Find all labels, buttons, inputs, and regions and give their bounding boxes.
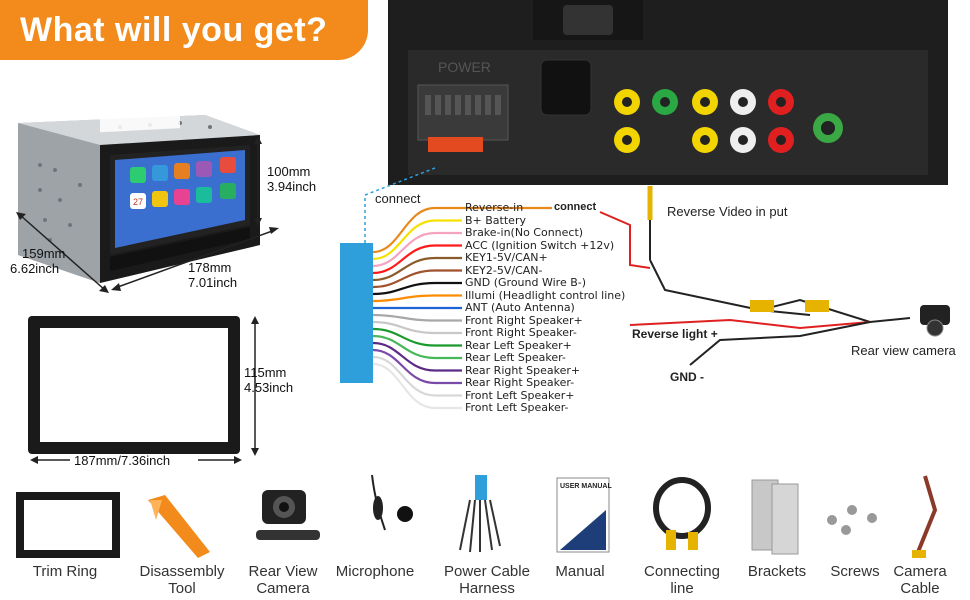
accessory-label: Screws (830, 563, 880, 580)
wire-6 (372, 281, 462, 296)
wire-label: Reverse-in (465, 201, 524, 214)
wire-5 (372, 269, 462, 289)
wire-1 (372, 219, 462, 261)
reverse-light-label: Reverse light + (632, 327, 718, 341)
camera-cable-icon (912, 475, 938, 558)
disassembly-tool-icon (148, 495, 210, 558)
wire-label: Rear Right Speaker- (465, 376, 575, 389)
accessory-label: Manual (555, 563, 605, 580)
screen-date: 27 (133, 197, 143, 207)
accessory-label: Brackets (747, 563, 807, 580)
wire-9 (372, 313, 462, 322)
wiring-diagram (340, 167, 950, 410)
wire-15 (372, 355, 462, 397)
connect-label-top: connect (554, 201, 597, 213)
manual-icon: USER MANUAL (556, 477, 612, 553)
video-input-label: Reverse Video in put (667, 204, 788, 219)
wire-label: Brake-in(No Connect) (465, 226, 584, 239)
gnd-label: GND - (670, 370, 704, 384)
wire-10 (372, 320, 462, 335)
wire-3 (372, 244, 462, 275)
wire-11 (372, 327, 462, 347)
wire-label: B+ Battery (465, 213, 526, 227)
wire-13 (372, 341, 462, 372)
wire-label: Illumi (Headlight control line) (465, 288, 626, 302)
manual-cover-title: USER MANUAL (560, 483, 612, 490)
brackets-icon (751, 479, 799, 555)
power-label: POWER (438, 59, 491, 75)
microphone-icon (371, 474, 413, 531)
power-cable-harness-icon (459, 475, 501, 553)
wire-14 (372, 348, 462, 385)
wire-label: Front Left Speaker+ (465, 388, 575, 402)
wire-16 (372, 362, 462, 410)
wire-label: Rear Left Speaker+ (465, 338, 572, 352)
dimension-lines (16, 136, 279, 293)
screws-icon (827, 505, 877, 535)
head-unit-illustration: 27 (18, 108, 260, 283)
connect-label-left: connect (375, 191, 421, 206)
frame-width-dimension: 187mm/7.36inch (74, 453, 171, 468)
wire-label: ACC (Ignition Switch +12v) (465, 238, 615, 252)
trim-frame-diagram (28, 316, 259, 464)
wire-4 (372, 256, 462, 282)
wire-label: Front Right Speaker- (465, 326, 577, 339)
harness-connector-block (340, 243, 373, 383)
wire-label: Front Left Speaker- (465, 401, 569, 414)
wire-label: Rear Left Speaker- (465, 351, 566, 364)
back-panel: POWER (383, 0, 970, 190)
rear-camera-label: Rear view camera (851, 343, 956, 358)
title-banner: What will you get? (0, 0, 368, 60)
wire-label: GND (Ground Wire B-) (465, 276, 587, 289)
wire-label: KEY1-5V/CAN+ (465, 251, 548, 264)
banner-title: What will you get? (20, 10, 328, 49)
wire-7 (372, 294, 462, 303)
wire-label: Rear Right Speaker+ (465, 363, 581, 377)
wire-label: KEY2-5V/CAN- (465, 263, 543, 277)
accessory-icons: USER MANUAL (16, 474, 938, 558)
connecting-line-icon (653, 477, 711, 550)
wire-label: ANT (Auto Antenna) (465, 301, 575, 314)
rear-view-camera-icon (256, 490, 320, 540)
wire-12 (372, 334, 462, 360)
trim-ring-icon (16, 492, 120, 558)
wire-0 (372, 206, 552, 254)
accessory-label: Microphone (335, 563, 415, 580)
wire-label: Front Right Speaker+ (465, 313, 583, 327)
wire-2 (372, 231, 462, 268)
accessory-label: Trim Ring (32, 563, 98, 580)
